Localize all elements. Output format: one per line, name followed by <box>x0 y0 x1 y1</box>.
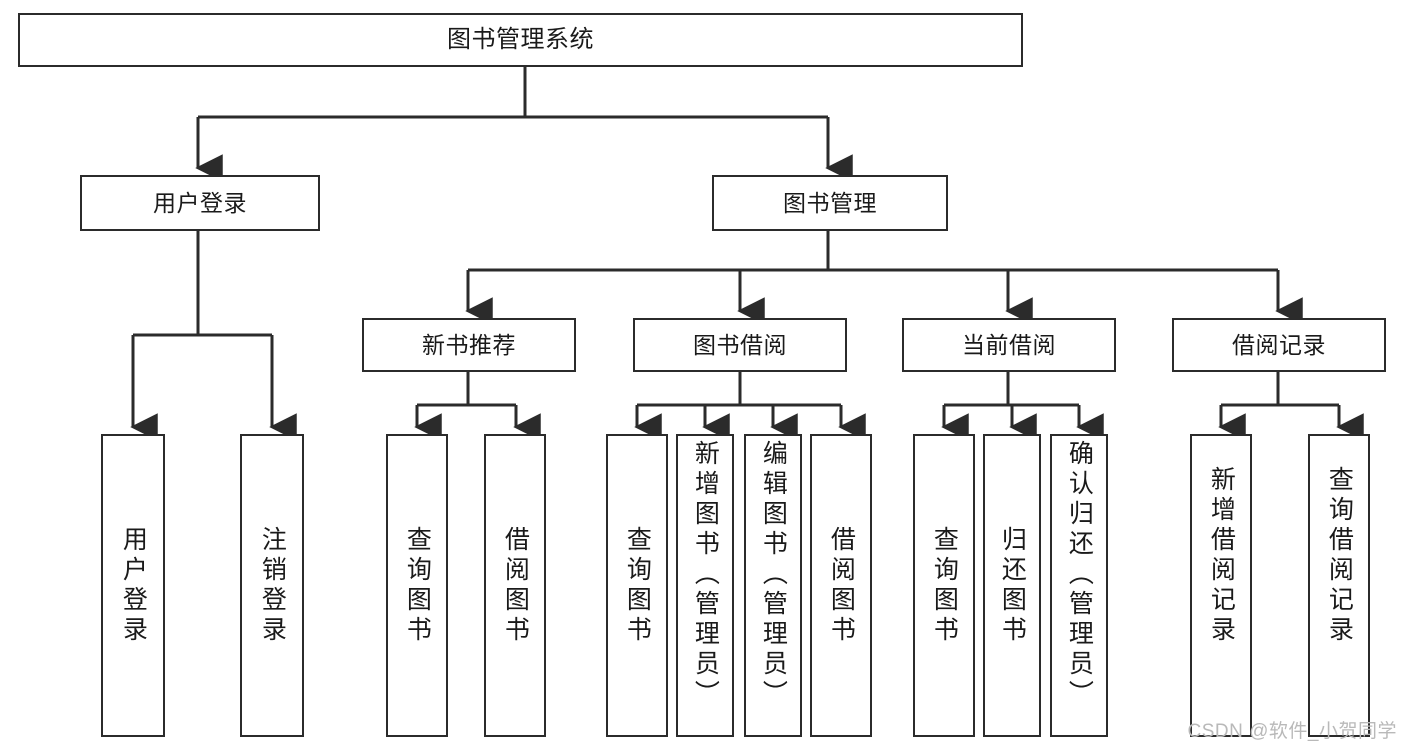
node-leaf-add-book-admin[interactable]: 新增图书（管理员） <box>676 434 734 737</box>
node-root-book-management-system[interactable]: 图书管理系统 <box>18 13 1023 67</box>
node-leaf-query-book-borrow[interactable]: 查询图书 <box>606 434 668 737</box>
node-leaf-return-book[interactable]: 归还图书 <box>983 434 1041 737</box>
node-label: 归还图书 <box>998 525 1027 646</box>
node-label: 图书管理 <box>783 189 877 216</box>
node-label: 注销登录 <box>258 525 287 646</box>
node-label: 用户登录 <box>153 189 247 216</box>
node-label: 查询图书 <box>930 525 959 646</box>
node-leaf-query-book-current[interactable]: 查询图书 <box>913 434 975 737</box>
node-label: 新书推荐 <box>422 331 516 358</box>
node-leaf-user-logout[interactable]: 注销登录 <box>240 434 304 737</box>
node-leaf-borrow-book[interactable]: 借阅图书 <box>810 434 872 737</box>
node-label: 查询图书 <box>623 525 652 646</box>
node-leaf-add-borrow-record[interactable]: 新增借阅记录 <box>1190 434 1252 737</box>
node-leaf-confirm-return-admin[interactable]: 确认归还（管理员） <box>1050 434 1108 737</box>
node-label: 借阅记录 <box>1232 331 1326 358</box>
node-borrow-record[interactable]: 借阅记录 <box>1172 318 1386 372</box>
node-label: 用户登录 <box>119 525 148 646</box>
node-label: 借阅图书 <box>501 525 530 646</box>
node-book-management[interactable]: 图书管理 <box>712 175 948 231</box>
node-user-login[interactable]: 用户登录 <box>80 175 320 231</box>
node-leaf-query-book-recommend[interactable]: 查询图书 <box>386 434 448 737</box>
node-label: 借阅图书 <box>827 525 856 646</box>
node-current-borrow[interactable]: 当前借阅 <box>902 318 1116 372</box>
node-label: 编辑图书（管理员） <box>759 440 788 710</box>
node-label: 当前借阅 <box>962 331 1056 358</box>
node-label: 图书管理系统 <box>447 26 594 54</box>
node-new-book-recommend[interactable]: 新书推荐 <box>362 318 576 372</box>
csdn-watermark: CSDN @软件_小贺同学 <box>1187 721 1397 742</box>
node-leaf-query-borrow-record[interactable]: 查询借阅记录 <box>1308 434 1370 737</box>
node-label: 图书借阅 <box>693 331 787 358</box>
node-leaf-edit-book-admin[interactable]: 编辑图书（管理员） <box>744 434 802 737</box>
node-label: 确认归还（管理员） <box>1065 440 1094 710</box>
node-label: 新增图书（管理员） <box>691 440 720 710</box>
node-label: 查询图书 <box>403 525 432 646</box>
node-label: 查询借阅记录 <box>1325 466 1354 646</box>
node-label: 新增借阅记录 <box>1207 466 1236 646</box>
node-leaf-borrow-book-recommend[interactable]: 借阅图书 <box>484 434 546 737</box>
node-book-borrow[interactable]: 图书借阅 <box>633 318 847 372</box>
node-leaf-user-login[interactable]: 用户登录 <box>101 434 165 737</box>
